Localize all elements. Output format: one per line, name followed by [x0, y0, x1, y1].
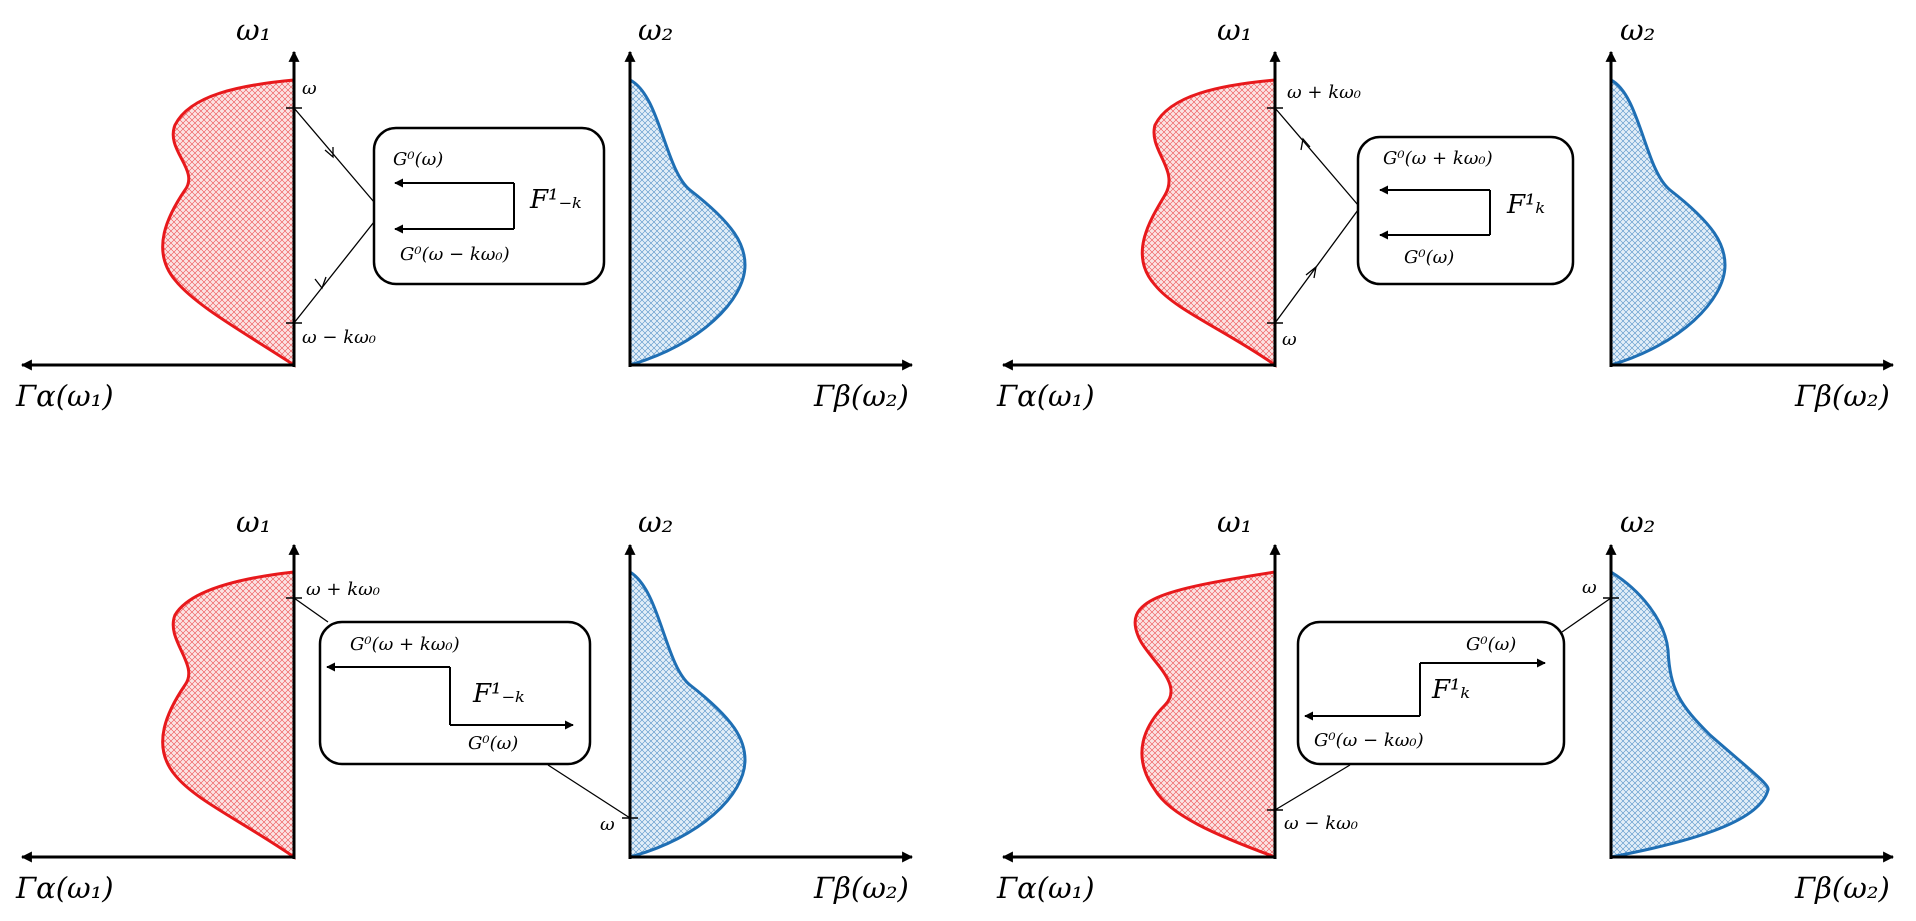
tick-upper-label: ω + kω₀ — [1287, 82, 1361, 103]
connector-lower — [1274, 764, 1351, 811]
gamma-beta-curve — [628, 569, 747, 859]
panel-bottom-right: ω₁ ω₂ Γα(ω₁) Γβ(ω₂) ω ω − kω₀ G⁰(ω) G⁰(ω… — [996, 505, 1895, 905]
omega1-label: ω₁ — [236, 505, 271, 539]
connector-upper — [1274, 107, 1359, 206]
panel-top-right: ω₁ ω₂ Γα(ω₁) Γβ(ω₂) ω + kω₀ ω G⁰(ω + kω₀… — [996, 13, 1895, 413]
connector-arrowhead — [1300, 137, 1311, 151]
gamma-beta-label: Γβ(ω₂) — [813, 871, 909, 905]
tick-lower-label: ω — [1282, 329, 1297, 350]
operator-label: F¹₋ₖ — [472, 679, 525, 709]
operator-box — [1296, 620, 1566, 766]
connector-arrowhead — [314, 276, 327, 290]
gamma-beta-label: Γβ(ω₂) — [1794, 379, 1890, 413]
box-g-top: G⁰(ω + kω₀) — [1383, 148, 1493, 169]
operator-box — [1356, 135, 1575, 286]
omega2-label: ω₂ — [638, 13, 673, 47]
connector-upper — [293, 597, 329, 623]
gamma-alpha-label: Γα(ω₁) — [15, 379, 114, 413]
tick-upper-label: ω — [302, 78, 317, 99]
tick-lower-label: ω − kω₀ — [1284, 813, 1358, 834]
tick-upper-label: ω + kω₀ — [306, 579, 380, 600]
gamma-beta-curve — [628, 77, 747, 367]
gamma-alpha-curve — [1133, 570, 1277, 860]
omega2-label: ω₂ — [1620, 505, 1655, 539]
box-g-top: G⁰(ω) — [1466, 634, 1516, 655]
omega1-label: ω₁ — [1217, 13, 1252, 47]
panel-top-left: ω₁ ω₂ Γα(ω₁) Γβ(ω₂) ω ω − kω₀ G⁰(ω) G⁰(ω… — [15, 13, 914, 413]
gamma-alpha-label: Γα(ω₁) — [15, 871, 114, 905]
operator-box — [318, 620, 592, 766]
connector-upper — [1561, 597, 1612, 633]
gamma-alpha-curve — [161, 570, 296, 860]
box-g-top: G⁰(ω + kω₀) — [350, 634, 460, 655]
box-g-top: G⁰(ω) — [393, 149, 443, 170]
operator-label: F¹ₖ — [1506, 190, 1545, 220]
operator-label: F¹ₖ — [1431, 675, 1470, 705]
gamma-beta-label: Γβ(ω₂) — [1794, 871, 1890, 905]
gamma-alpha-label: Γα(ω₁) — [996, 871, 1095, 905]
connector-arrowhead — [324, 147, 334, 159]
box-g-bottom: G⁰(ω − kω₀) — [400, 244, 510, 265]
omega1-label: ω₁ — [1217, 505, 1252, 539]
box-g-bottom: G⁰(ω − kω₀) — [1314, 730, 1424, 751]
box-g-bottom: G⁰(ω) — [468, 733, 518, 754]
omega2-label: ω₂ — [1620, 13, 1655, 47]
gamma-alpha-label: Γα(ω₁) — [996, 379, 1095, 413]
gamma-alpha-curve — [1140, 78, 1277, 368]
connector-upper — [293, 107, 375, 203]
gamma-beta-label: Γβ(ω₂) — [813, 379, 909, 413]
tick-beta-label: ω — [600, 814, 615, 835]
operator-label: F¹₋ₖ — [529, 185, 582, 215]
omega1-label: ω₁ — [236, 13, 271, 47]
connector-lower — [547, 764, 631, 819]
connector-arrowhead — [1305, 265, 1317, 279]
panel-bottom-left: ω₁ ω₂ Γα(ω₁) Γβ(ω₂) ω + kω₀ ω G⁰(ω + kω₀… — [15, 505, 914, 905]
omega2-label: ω₂ — [638, 505, 673, 539]
gamma-alpha-curve — [161, 78, 296, 368]
connector-lower — [293, 221, 375, 324]
gamma-beta-curve — [1609, 77, 1727, 367]
box-g-bottom: G⁰(ω) — [1404, 247, 1454, 268]
tick-lower-label: ω − kω₀ — [302, 327, 376, 348]
operator-box — [372, 126, 606, 286]
tick-beta-label: ω — [1582, 577, 1597, 598]
gamma-beta-curve — [1609, 569, 1770, 859]
